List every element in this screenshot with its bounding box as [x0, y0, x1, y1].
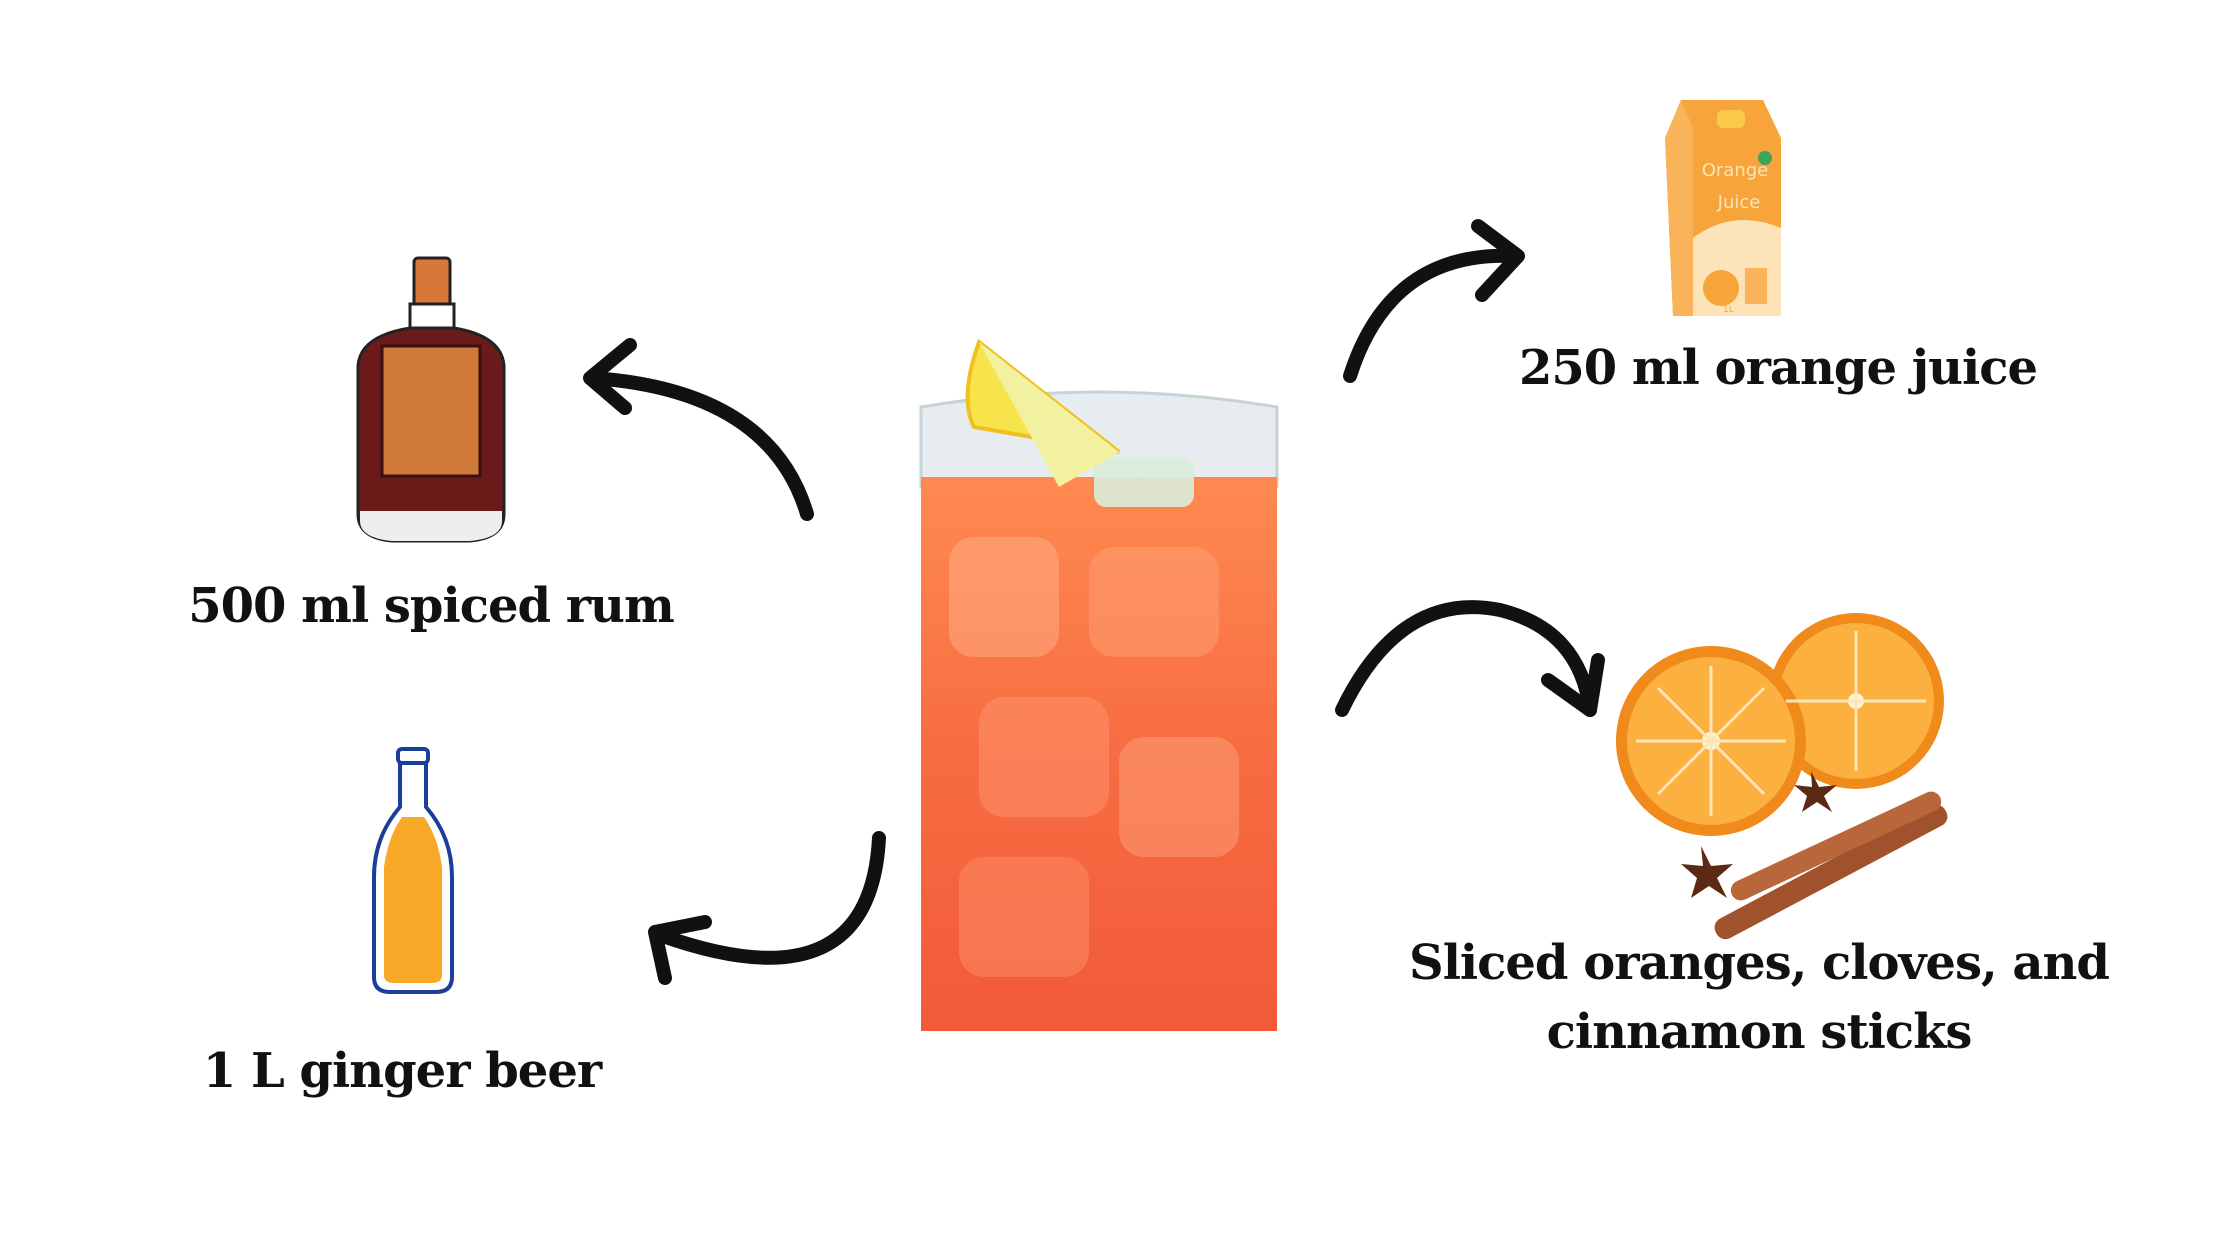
arrow-to-ginger-beer-icon — [648, 831, 886, 985]
rum-bottle-icon — [356, 256, 506, 543]
orange-juice-label: 250 ml orange juice — [1518, 340, 2038, 396]
carton-volume: 1L — [1723, 305, 1734, 315]
oranges-spices-icon — [1616, 613, 1948, 940]
garnish-label-line1: Sliced oranges, cloves, and — [1409, 935, 2110, 991]
arrow-to-garnish-icon — [1335, 600, 1605, 717]
cocktail-glass-icon — [919, 338, 1279, 1031]
orange-juice-carton-icon: Orange Juice 1L — [1665, 100, 1781, 316]
ginger-beer-bottle-icon — [372, 747, 454, 994]
ginger-beer-label: 1 L ginger beer — [202, 1043, 602, 1099]
carton-text-orange: Orange — [1702, 160, 1769, 181]
arrow-to-orange-juice-icon — [1343, 219, 1525, 383]
rum-label: 500 ml spiced rum — [188, 578, 674, 634]
garnish-label-line2: cinnamon sticks — [1546, 1004, 1973, 1060]
carton-text-juice: Juice — [1717, 192, 1761, 213]
arrow-to-rum-icon — [583, 338, 814, 521]
